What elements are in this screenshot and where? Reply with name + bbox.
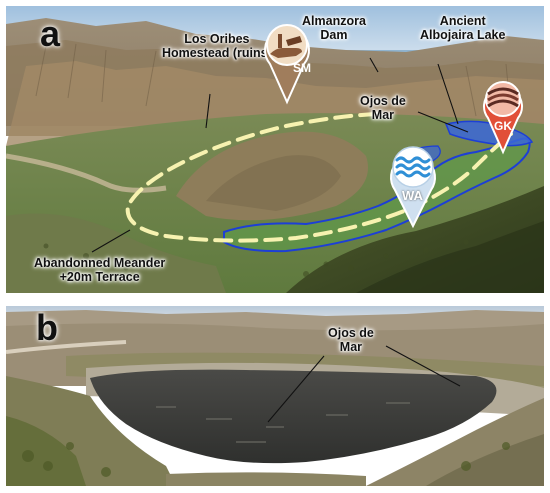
- annotation-meander: Abandonned Meander+20m Terrace: [34, 256, 166, 284]
- abandoned-meander-path: [125, 112, 513, 243]
- gk-marker-code: GK: [494, 119, 512, 133]
- gk-marker[interactable]: GK: [476, 72, 530, 155]
- panel-b-landscape: [6, 306, 544, 486]
- ancient-lake-area: [444, 120, 534, 147]
- wa-marker[interactable]: WA: [382, 136, 444, 229]
- rock-strata-icon: [487, 87, 519, 108]
- panel-a-label: a: [40, 13, 61, 54]
- water-waves-icon: [395, 156, 431, 178]
- sm-marker-code: SM: [293, 61, 311, 75]
- panel-a-landscape: [6, 6, 544, 293]
- panel-b-label: b: [36, 307, 58, 348]
- wa-marker-code: WA: [402, 188, 424, 203]
- ojos-de-mar-water: [90, 369, 497, 464]
- rock-hand-icon: [270, 34, 302, 58]
- sm-marker[interactable]: SM: [256, 12, 318, 105]
